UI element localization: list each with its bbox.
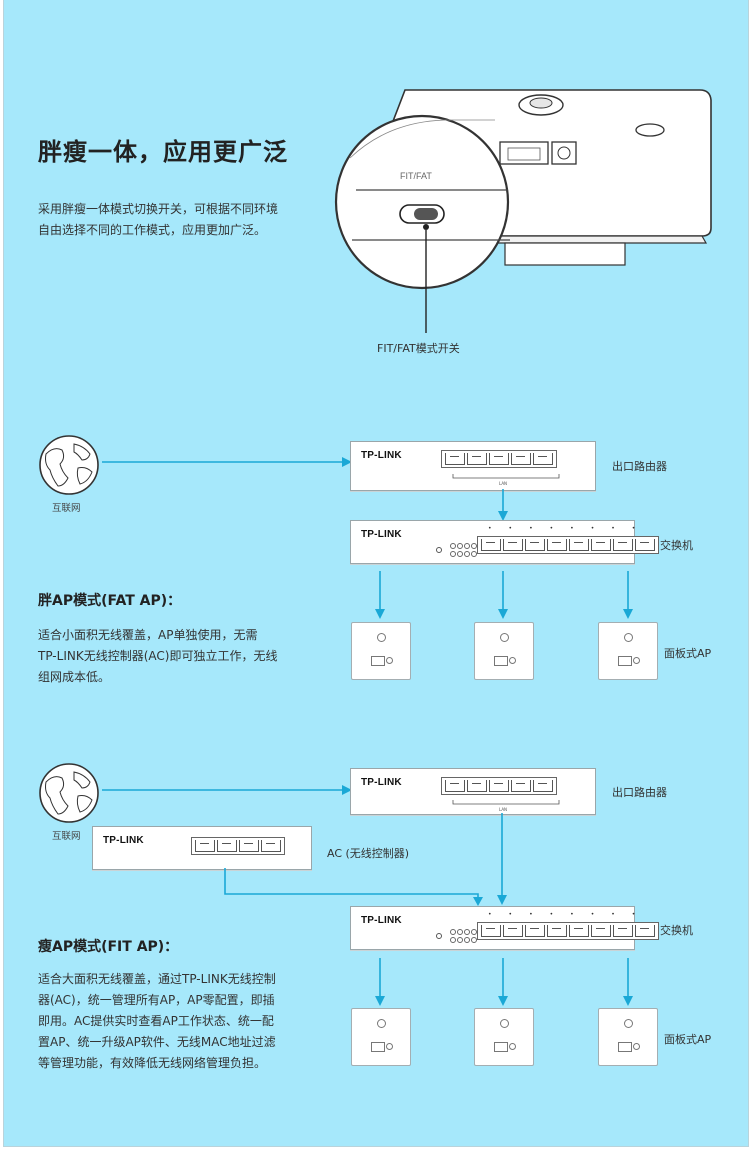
fat-desc-line: 适合小面积无线覆盖，AP单独使用，无需 bbox=[38, 628, 258, 642]
fit-desc-line: 即用。AC提供实时查看AP工作状态、统一配 bbox=[38, 1014, 274, 1028]
arrow-router-to-switch bbox=[498, 489, 508, 521]
router-label: 出口路由器 bbox=[612, 460, 667, 473]
fat-heading: 胖AP模式(FAT AP)： bbox=[38, 593, 182, 609]
globe-icon bbox=[39, 763, 99, 823]
reset-knob-inner bbox=[529, 97, 553, 109]
fit-desc-line: 置AP、统一升级AP软件、无线MAC地址过滤 bbox=[38, 1035, 276, 1049]
switch-ports bbox=[477, 536, 659, 554]
fit-desc-line: 适合大面积无线覆盖，通过TP-LINK无线控制 bbox=[38, 972, 276, 986]
panel-ap bbox=[598, 622, 658, 680]
router-ports bbox=[441, 777, 557, 795]
ac-controller-device: TP-LINK bbox=[92, 826, 312, 870]
panel-ap bbox=[474, 1008, 534, 1066]
panel-ap-illustration: FIT/FAT bbox=[334, 89, 712, 333]
fit-desc-line: 等管理功能，有效降低无线网络管理负担。 bbox=[38, 1056, 267, 1070]
fat-description: 适合小面积无线覆盖，AP单独使用，无需 TP-LINK无线控制器(AC)即可独立… bbox=[38, 625, 277, 688]
panel-ap bbox=[351, 622, 411, 680]
globe-icon bbox=[39, 435, 99, 495]
router-device: TP-LINK LAN bbox=[350, 441, 596, 491]
device-back-plate bbox=[504, 242, 626, 266]
lan-bracket: LAN bbox=[452, 474, 560, 486]
phone-port bbox=[551, 141, 577, 165]
switch-label: 交换机 bbox=[660, 924, 693, 937]
ac-label: AC (无线控制器) bbox=[327, 847, 410, 860]
led-indicator bbox=[635, 123, 665, 137]
fit-desc-line: 器(AC)，统一管理所有AP，AP零配置，即插 bbox=[38, 993, 275, 1007]
fat-desc-line: 组网成本低。 bbox=[38, 670, 111, 684]
arrows-router-ac-to-switch bbox=[224, 813, 507, 906]
hero-desc-line: 自由选择不同的工作模式，应用更加广泛。 bbox=[38, 223, 267, 237]
brand-logo: TP-LINK bbox=[361, 529, 402, 540]
panel-ap bbox=[474, 622, 534, 680]
fit-description: 适合大面积无线覆盖，通过TP-LINK无线控制 器(AC)，统一管理所有AP，A… bbox=[38, 969, 276, 1074]
status-leds bbox=[450, 543, 477, 557]
fat-desc-line: TP-LINK无线控制器(AC)即可独立工作，无线 bbox=[38, 649, 278, 663]
panel-ap-label: 面板式AP bbox=[664, 1033, 712, 1046]
arrow-internet-to-router bbox=[102, 457, 352, 467]
ac-ports bbox=[191, 837, 285, 855]
brand-logo: TP-LINK bbox=[361, 915, 402, 926]
switch-device: TP-LINK •••••••• bbox=[350, 906, 659, 950]
internet-label: 互联网 bbox=[52, 503, 81, 514]
router-ports bbox=[441, 450, 557, 468]
lan-bracket: LAN bbox=[452, 800, 560, 812]
hero-description: 采用胖瘦一体模式切换开关，可根据不同环境 自由选择不同的工作模式，应用更加广泛。 bbox=[38, 199, 278, 241]
ethernet-port bbox=[499, 141, 549, 165]
panel-ap bbox=[598, 1008, 658, 1066]
arrows-switch-to-panels bbox=[375, 958, 633, 1006]
switch-ports bbox=[477, 922, 659, 940]
svg-text:LAN: LAN bbox=[499, 807, 507, 812]
panel-ap-label: 面板式AP bbox=[664, 647, 712, 660]
switch-slider bbox=[414, 208, 438, 220]
arrows-switch-to-panels bbox=[375, 571, 633, 619]
internet-label: 互联网 bbox=[52, 831, 81, 842]
hero-desc-line: 采用胖瘦一体模式切换开关，可根据不同环境 bbox=[38, 202, 279, 216]
brand-logo: TP-LINK bbox=[103, 835, 144, 846]
switch-text: FIT/FAT bbox=[400, 171, 432, 181]
magnifier-circle bbox=[334, 114, 510, 290]
fit-heading: 瘦AP模式(FIT AP)： bbox=[38, 939, 179, 955]
hero-title: 胖瘦一体，应用更广泛 bbox=[38, 138, 288, 166]
svg-text:LAN: LAN bbox=[499, 481, 507, 486]
switch-label: 交换机 bbox=[660, 539, 693, 552]
router-label: 出口路由器 bbox=[612, 786, 667, 799]
router-device: TP-LINK LAN bbox=[350, 768, 596, 815]
switch-device: TP-LINK •••••••• bbox=[350, 520, 659, 564]
brand-logo: TP-LINK bbox=[361, 777, 402, 788]
arrow-internet-to-router bbox=[102, 785, 352, 795]
status-leds bbox=[450, 929, 477, 943]
brand-logo: TP-LINK bbox=[361, 450, 402, 461]
switch-caption: FIT/FAT模式开关 bbox=[377, 342, 460, 355]
panel-ap bbox=[351, 1008, 411, 1066]
